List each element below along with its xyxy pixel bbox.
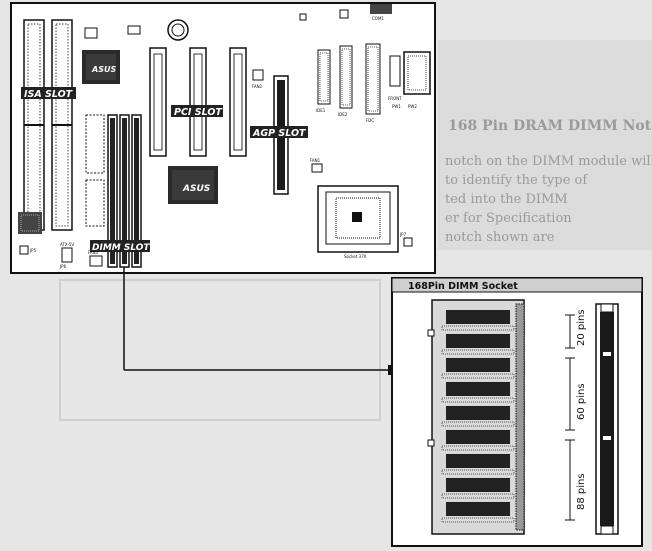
- pci-slots: PCI SLOT: [149, 47, 247, 157]
- chip-pins: [441, 493, 515, 499]
- atx-5v-jumper: [61, 247, 73, 263]
- cpu-socket: Socket 370: [317, 185, 399, 259]
- dimm-module: [427, 299, 525, 535]
- chip-pins: [441, 397, 515, 403]
- pins-label-88: 88 pins: [576, 473, 587, 510]
- component: [339, 9, 349, 19]
- memory-chip: [446, 310, 510, 324]
- fan1-label: FAN1: [310, 158, 321, 163]
- background-line-1: notch on the DIMM module will: [445, 154, 652, 169]
- chip-pins: [441, 325, 515, 331]
- jp7-label: JP7: [399, 232, 407, 237]
- ide1-label: IDE1: [316, 108, 326, 113]
- jp5-jumper: [19, 245, 29, 255]
- background-heading: 168 Pin DRAM DIMM Notch Key: [448, 118, 652, 134]
- chip-pins: [441, 421, 515, 427]
- com1-label: COM1: [372, 16, 384, 21]
- chipset-2: ASUS: [168, 166, 218, 204]
- memory-chip: [446, 406, 510, 420]
- background-line-4: er for Specification: [445, 211, 572, 226]
- ide2-label: IDE2: [338, 112, 348, 117]
- chip-pins: [441, 445, 515, 451]
- background-line-5: notch shown are: [445, 230, 555, 245]
- isa-slot-label: ISA SLOT: [24, 89, 74, 100]
- agp-slot-label: AGP SLOT: [252, 128, 307, 139]
- dimm-slot-label: DIMM SLOT: [92, 243, 150, 253]
- io-block: [18, 212, 42, 234]
- memory-chip: [446, 334, 510, 348]
- component: [84, 27, 98, 39]
- memory-chip: [446, 502, 510, 516]
- chipset-1: ASUS: [82, 50, 120, 84]
- background-line-3: ted into the DIMM: [445, 192, 568, 207]
- background-line-2: to identify the type of: [445, 173, 588, 188]
- component: [299, 13, 307, 21]
- chip-pins: [441, 349, 515, 355]
- memory-chip: [446, 430, 510, 444]
- chip-pins: [441, 373, 515, 379]
- motherboard: ISA SLOT ASUS PCI SLOT FAN2: [10, 2, 436, 274]
- chip-pins: [441, 469, 515, 475]
- memory-chip: [446, 358, 510, 372]
- component: [127, 25, 141, 35]
- fan3-label: FAN3: [88, 250, 99, 255]
- memory-chip: [446, 382, 510, 396]
- pins-label-60: 60 pins: [576, 383, 587, 420]
- memory-chip: [446, 478, 510, 492]
- battery: [167, 19, 189, 41]
- dimm-slots: DIMM SLOT: [90, 114, 150, 268]
- jp5-label: JP5: [29, 248, 37, 253]
- fan3-connector: [89, 255, 103, 267]
- front-label: FRONT: [388, 96, 402, 101]
- ide-headers: IDE1 IDE2 FDC: [316, 43, 381, 123]
- fdc-label: FDC: [366, 118, 374, 123]
- fan2-connector: [252, 69, 264, 81]
- jp6-label: JP6: [59, 264, 67, 269]
- memory-chips: [441, 310, 515, 523]
- socket-label: Socket 370: [344, 254, 367, 259]
- pw2-label: PW2: [408, 104, 417, 109]
- dimm-socket-inset: 168Pin DIMM Socket 20 pins 60 pins: [391, 277, 643, 547]
- agp-slot: AGP SLOT: [250, 75, 308, 195]
- chip-pins: [441, 517, 515, 523]
- dimm-socket: [595, 303, 619, 535]
- jp7-jumper: [403, 237, 413, 247]
- inset-title: 168Pin DIMM Socket: [408, 281, 518, 292]
- com-connector: [370, 4, 392, 14]
- front-panel-header: [389, 55, 401, 87]
- fan2-label: FAN2: [252, 84, 263, 89]
- memory-chip: [446, 454, 510, 468]
- chip-logo-2: ASUS: [182, 184, 210, 194]
- memory-region: [85, 179, 105, 227]
- fan1-connector: [311, 163, 323, 173]
- pci-slot-label: PCI SLOT: [174, 107, 223, 118]
- chip-logo-1: ASUS: [91, 65, 116, 74]
- atx-5v-label: ATX-5V: [60, 242, 74, 247]
- memory-region: [85, 114, 105, 174]
- pins-label-20: 20 pins: [576, 309, 587, 346]
- pin-markers: 20 pins 60 pins 88 pins: [565, 309, 587, 521]
- pw1-label: PW1: [392, 104, 401, 109]
